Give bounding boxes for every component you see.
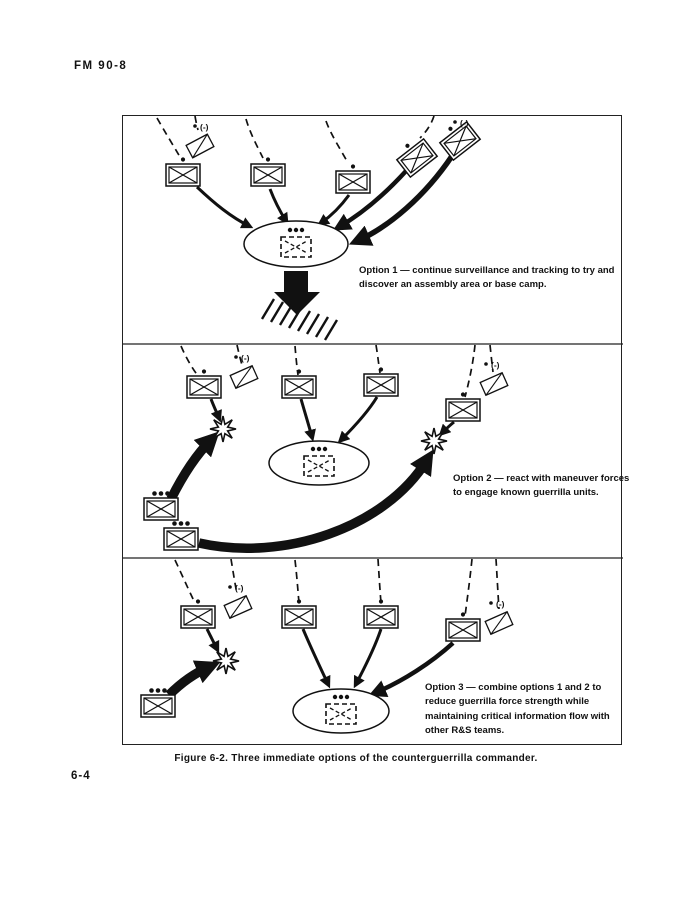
team-unit-icon	[484, 611, 514, 635]
squad-unit-icon	[336, 164, 370, 193]
svg-text:(-): (-)	[235, 583, 244, 593]
squad-unit-icon	[282, 599, 316, 628]
squad-unit-icon	[446, 392, 480, 421]
maneuver-arrows	[165, 660, 221, 699]
surveillance-arrows	[195, 154, 455, 246]
squad-unit-icon	[393, 134, 437, 177]
figure-diagram: (-) (-)	[123, 116, 623, 734]
assembly-area-ellipse	[268, 440, 370, 486]
team-unit-icon	[479, 372, 509, 396]
continue-surveillance-arrow-icon	[274, 271, 320, 315]
svg-text:(-): (-)	[241, 353, 250, 363]
panel-option-1: (-) (-)	[156, 116, 480, 341]
svg-text:(-): (-)	[200, 122, 209, 132]
panel-option-2: (-) (-)	[123, 343, 623, 553]
engagement-starburst-icon	[420, 427, 448, 455]
svg-text:(-): (-)	[496, 599, 505, 609]
team-unit-icon	[185, 133, 215, 159]
figure-box: (-) (-)	[122, 115, 629, 745]
engagement-starburst-icon	[212, 647, 240, 675]
team-unit-icon	[229, 365, 259, 389]
squad-unit-icon	[166, 157, 200, 186]
reduced-strength-label: (-)	[193, 122, 209, 132]
team-unit-icon	[223, 595, 253, 619]
reduced-strength-label: (-)	[484, 360, 500, 370]
squad-unit-icon	[187, 369, 221, 398]
assembly-area-ellipse	[243, 220, 349, 268]
approach-route-dashes	[180, 344, 494, 398]
surveillance-arrows	[209, 396, 455, 444]
reduced-strength-label: (-)	[228, 583, 244, 593]
squad-unit-icon	[436, 117, 480, 160]
squad-unit-icon	[282, 369, 316, 398]
reduced-strength-label: (-)	[453, 118, 469, 128]
figure-caption: Figure 6-2. Three immediate options of t…	[174, 753, 538, 764]
squad-unit-icon	[364, 599, 398, 628]
squad-unit-icon	[364, 367, 398, 396]
assembly-area-ellipse	[292, 688, 390, 734]
reduced-strength-label: (-)	[234, 353, 250, 363]
svg-text:(-): (-)	[491, 360, 500, 370]
surveillance-arrows	[205, 628, 455, 698]
squad-unit-icon	[446, 612, 480, 641]
option-1-text: Option 1 — continue surveillance and tra…	[359, 265, 615, 291]
squad-unit-icon	[181, 599, 215, 628]
base-camp-hatching	[260, 298, 339, 341]
platoon-unit-icon	[164, 521, 198, 550]
reduced-strength-label: (-)	[489, 599, 505, 609]
squad-unit-icon	[251, 157, 285, 186]
page-number: 6-4	[71, 770, 91, 782]
approach-route-dashes	[174, 558, 500, 617]
svg-text:(-): (-)	[460, 118, 469, 128]
panel-option-3: (-) (-)	[123, 557, 623, 734]
page-header: FM 90-8	[74, 60, 128, 72]
option-2-text: Option 2 — react with maneuver forces to…	[453, 473, 630, 499]
approach-route-dashes	[156, 116, 435, 164]
maneuver-arrows	[166, 431, 434, 553]
engagement-starburst-icon	[209, 415, 237, 443]
option-3-text: Option 3 — combine options 1 and 2 to re…	[425, 682, 610, 736]
